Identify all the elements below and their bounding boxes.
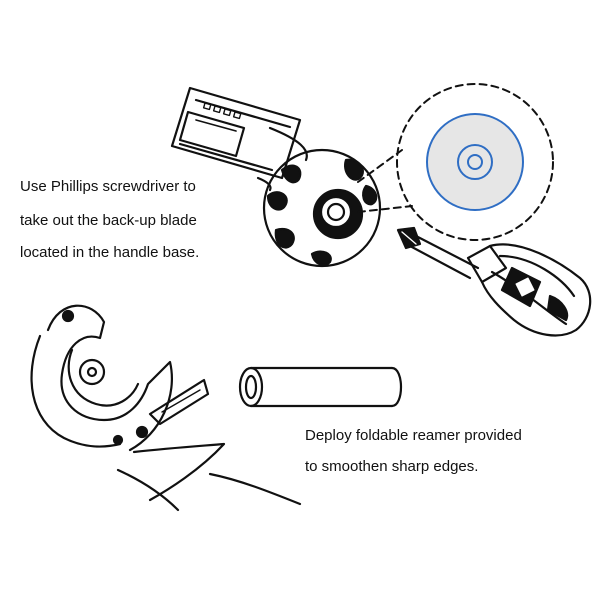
caption-blade-line-2: take out the back-up blade [20, 212, 197, 229]
tube-cutter-jaw-icon [30, 304, 302, 512]
pipe-section-icon [238, 366, 403, 408]
phillips-screwdriver-icon [396, 226, 592, 337]
caption-reamer-line-2: to smoothen sharp edges. [305, 458, 479, 475]
caption-reamer-line-1: Deploy foldable reamer provided [305, 427, 522, 444]
tube-cutter-handle-icon [170, 86, 382, 268]
caption-blade-line-3: located in the handle base. [20, 244, 200, 261]
magnified-detail [357, 83, 554, 241]
caption-blade-line-1: Use Phillips screwdriver to [20, 178, 196, 195]
